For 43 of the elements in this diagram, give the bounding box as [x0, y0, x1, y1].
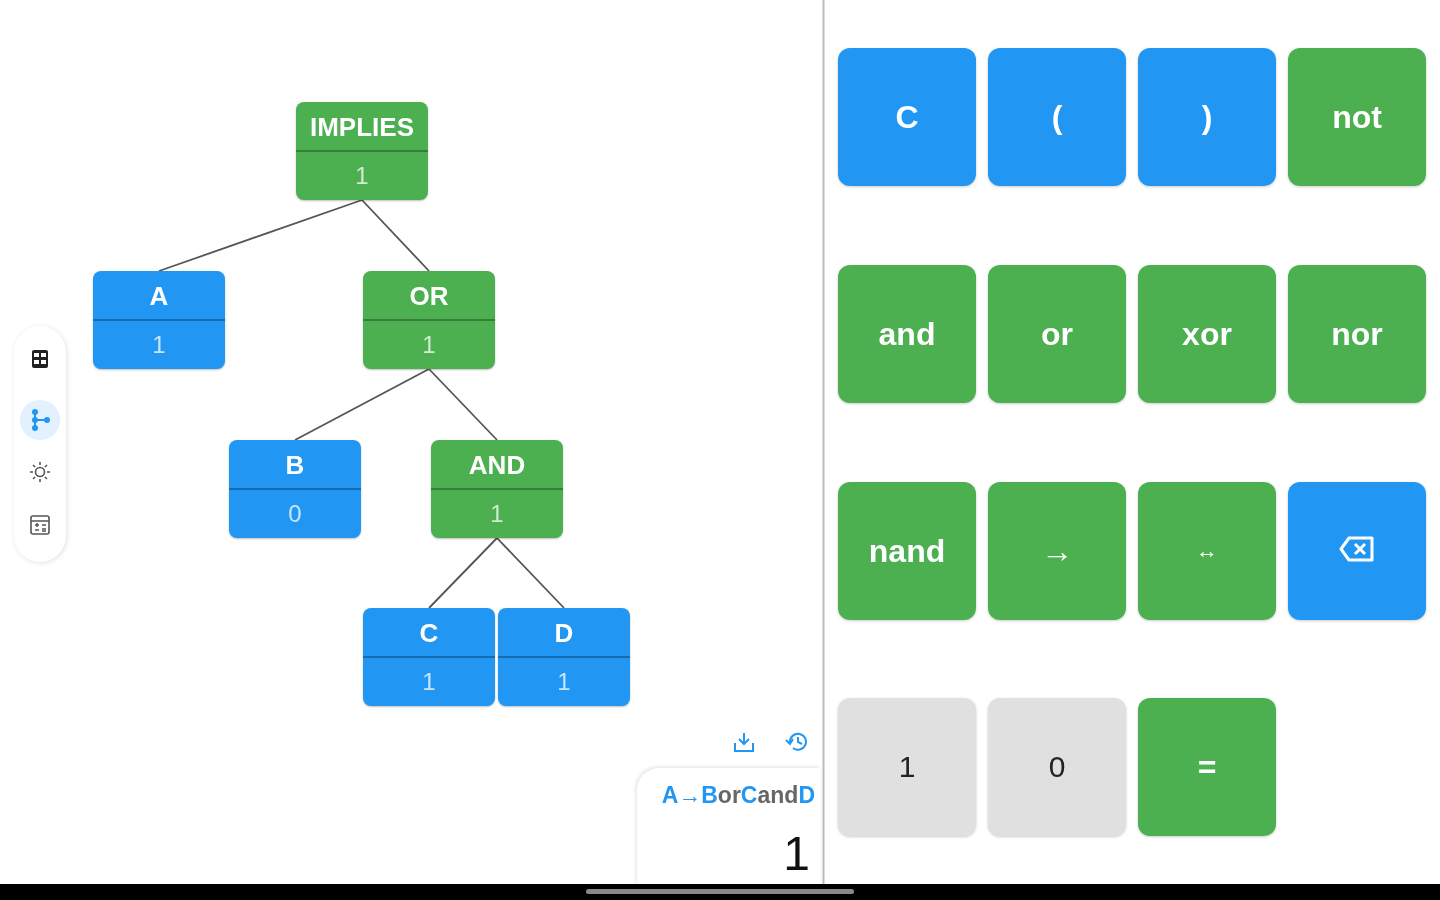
node-name: D [498, 608, 630, 658]
connector-line [361, 199, 430, 272]
node-name: B [229, 440, 361, 490]
key-button: xor [1138, 265, 1276, 403]
key-button: nand [838, 482, 976, 620]
operator-node [431, 440, 563, 538]
expression-text: A→BorCandD [661, 782, 815, 809]
key-button: ↔ [1138, 482, 1276, 620]
key-button: nor [1288, 265, 1426, 403]
connector-line [496, 537, 565, 609]
node-value: 1 [421, 667, 437, 697]
connector-line [428, 537, 498, 609]
key-button: ) [1138, 48, 1276, 186]
node-value: 1 [151, 330, 167, 360]
key-button: 0 [988, 698, 1126, 836]
key-button: → [988, 482, 1126, 620]
node-name: AND [431, 440, 563, 490]
variable-node [229, 440, 361, 538]
operator-node [363, 271, 495, 369]
variable-node [363, 608, 495, 706]
node-name: IMPLIES [296, 102, 428, 152]
key-button: and [838, 265, 976, 403]
key-button: = [1138, 698, 1276, 836]
node-value: 1 [354, 161, 370, 191]
connector-line [158, 199, 363, 272]
key-button: 1 [838, 698, 976, 836]
node-name: C [363, 608, 495, 658]
node-name: OR [363, 271, 495, 321]
variable-node [93, 271, 225, 369]
connector-line [428, 368, 498, 441]
node-value: 1 [489, 499, 505, 529]
variable-node [498, 608, 630, 706]
operator-node [296, 102, 428, 200]
key-button: or [988, 265, 1126, 403]
connector-line [294, 368, 430, 441]
key-button: ( [988, 48, 1126, 186]
result-value: 1 [783, 826, 810, 882]
key-button: C [838, 48, 976, 186]
node-value: 1 [421, 330, 437, 360]
node-value: 1 [556, 667, 572, 697]
node-name: A [93, 271, 225, 321]
key-button: not [1288, 48, 1426, 186]
node-value: 0 [287, 499, 303, 529]
